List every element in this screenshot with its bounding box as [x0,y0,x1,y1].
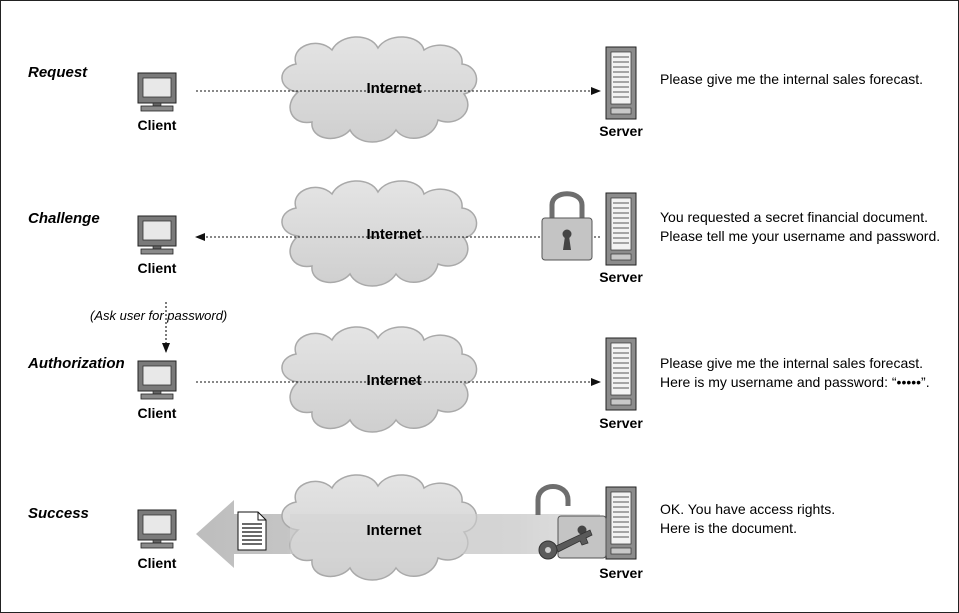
message-authorization-line-1: Please give me the internal sales foreca… [660,355,924,371]
row-label-request: Request [28,64,88,81]
client-label-authorization: Client [137,405,177,421]
client-computer-icon-authorization [137,360,177,400]
message-success: OK. You have access rights. Here is the … [660,500,835,538]
ask-user-note: (Ask user for password) [90,308,228,323]
internet-label-challenge: Internet [366,226,422,243]
message-success-line-2: Here is the document. [660,520,797,536]
message-challenge-line-2: Please tell me your username and passwor… [660,228,941,244]
server-icon-success [605,486,637,560]
server-label-challenge: Server [599,269,643,285]
row-label-authorization: Authorization [28,355,125,372]
message-challenge: You requested a secret financial documen… [660,208,940,246]
message-request: Please give me the internal sales foreca… [660,70,923,89]
server-icon-authorization [605,337,637,411]
message-request-line-1: Please give me the internal sales foreca… [660,71,924,87]
key-icon [538,529,593,560]
internet-label-success: Internet [366,522,422,539]
locked-padlock-icon [541,191,593,261]
server-icon-request [605,46,637,120]
row-label-challenge: Challenge [28,210,100,227]
internet-label-request: Internet [366,80,422,97]
client-computer-icon-request [137,72,177,112]
client-computer-icon-success [137,509,177,549]
server-label-authorization: Server [599,415,643,431]
message-challenge-line-1: You requested a secret financial documen… [660,209,928,225]
client-computer-icon-challenge [137,215,177,255]
client-label-challenge: Client [137,260,177,276]
client-label-request: Client [137,117,177,133]
message-authorization-line-2: Here is my username and password: “•••••… [660,374,930,390]
message-authorization: Please give me the internal sales foreca… [660,354,930,392]
message-success-line-1: OK. You have access rights. [660,501,836,517]
server-icon-challenge [605,192,637,266]
client-label-success: Client [137,555,177,571]
server-label-request: Server [599,123,643,139]
document-icon [237,511,267,551]
server-label-success: Server [599,565,643,581]
row-label-success: Success [28,505,89,522]
internet-label-authorization: Internet [366,372,422,389]
